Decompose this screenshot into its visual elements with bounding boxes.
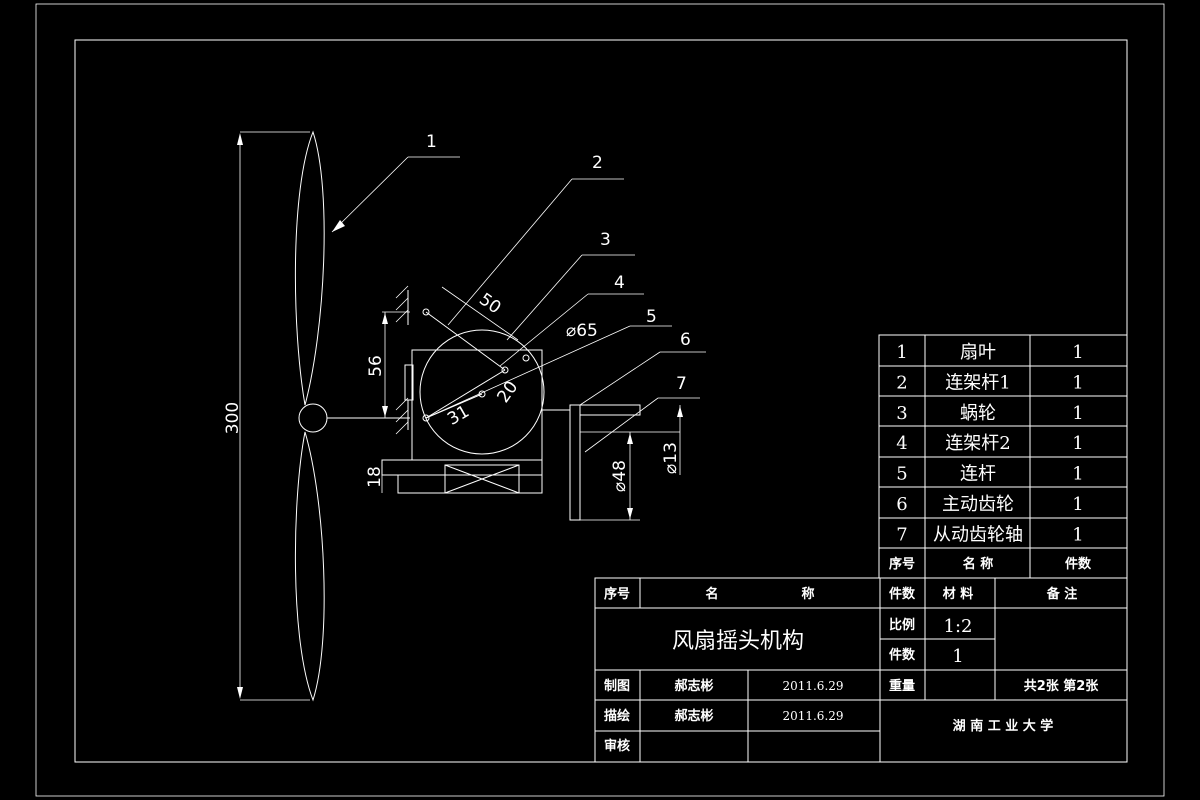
parts-row-2-name: 连架杆1 [945,372,1010,393]
dimension-18: 18 [365,460,385,493]
tb-header-remark: 备 注 [1046,586,1078,602]
dim-48-label: ⌀48 [610,460,630,492]
dim-65-label: ⌀65 [566,321,598,341]
tb-header-name-2: 称 [801,586,814,602]
dim-18-label: 18 [365,466,385,488]
parts-header-name: 名 称 [963,556,994,572]
tb-count-value: 1 [952,646,963,667]
parts-row-2-no: 2 [896,372,907,393]
callout-3: 3 [600,230,611,250]
tb-traced-by: 郝志彬 [674,708,713,724]
drawing-title: 风扇摇头机构 [672,629,804,654]
parts-row-6-qty: 1 [1072,494,1083,515]
tb-scale-value: 1:2 [944,616,973,637]
parts-row-5-qty: 1 [1072,464,1083,485]
callout-1: 1 [426,132,437,152]
worm-wheel-circle [419,329,545,455]
parts-row-7-name: 从动齿轮轴 [933,524,1023,545]
parts-row-4-name: 连架杆2 [945,433,1010,454]
callout-7: 7 [676,374,687,394]
tb-traced-date: 2011.6.29 [782,709,843,723]
parts-row-4-no: 4 [896,433,907,454]
callout-leaders [331,156,706,453]
parts-row-1-no: 1 [896,342,907,363]
parts-row-5-no: 5 [896,464,907,485]
parts-row-6-name: 主动齿轮 [942,494,1014,515]
tb-drawn-by: 郝志彬 [674,678,713,694]
tb-weight-label: 重量 [889,678,915,694]
callout-4: 4 [614,273,625,293]
parts-row-3-qty: 1 [1072,403,1083,424]
tb-drawn-label: 制图 [604,678,630,694]
parts-row-2-qty: 1 [1072,372,1083,393]
mechanism [381,285,680,521]
dim-20-label: 20 [494,378,523,407]
parts-header-qty: 件数 [1065,556,1092,572]
dimension-56: 56 [366,311,410,418]
dim-13-label: ⌀13 [661,442,681,474]
dim-50-label: 50 [475,290,504,319]
tb-count-label: 件数 [889,647,916,663]
tb-checked-label: 审核 [604,738,630,754]
dim-300-label: 300 [223,402,243,434]
callout-6: 6 [680,330,691,350]
dimension-48: ⌀48 [610,432,633,520]
tb-header-qty: 件数 [889,586,916,602]
parts-row-5-name: 连杆 [960,464,996,485]
callout-5: 5 [646,307,657,327]
dim-56-label: 56 [366,355,386,377]
tb-school: 湖 南 工 业 大 学 [953,718,1054,734]
tb-header-name-1: 名 [705,586,718,602]
parts-row-7-no: 7 [896,524,907,545]
inner-frame [74,39,1128,763]
dimension-13: ⌀13 [661,405,683,475]
tb-traced-label: 描绘 [604,708,630,724]
outer-frame [35,3,1165,797]
parts-row-1-name: 扇叶 [960,342,996,363]
parts-row-3-name: 蜗轮 [960,403,996,424]
parts-row-7-qty: 1 [1072,524,1083,545]
dimension-300: 300 [223,131,310,701]
parts-row-4-qty: 1 [1072,433,1083,454]
tb-header-no: 序号 [604,586,630,602]
dim-31-label: 31 [444,402,473,430]
parts-header-no: 序号 [889,556,915,572]
tb-header-material: 材 料 [943,586,974,602]
title-block [594,577,1128,763]
fan-blade [294,130,410,702]
parts-row-6-no: 6 [896,494,907,515]
callout-2: 2 [592,153,603,173]
tb-drawn-date: 2011.6.29 [782,679,843,693]
parts-row-3-no: 3 [896,403,907,424]
parts-row-1-qty: 1 [1072,342,1083,363]
tb-sheets: 共2张 第2张 [1024,678,1100,694]
tb-scale-label: 比例 [889,617,915,633]
